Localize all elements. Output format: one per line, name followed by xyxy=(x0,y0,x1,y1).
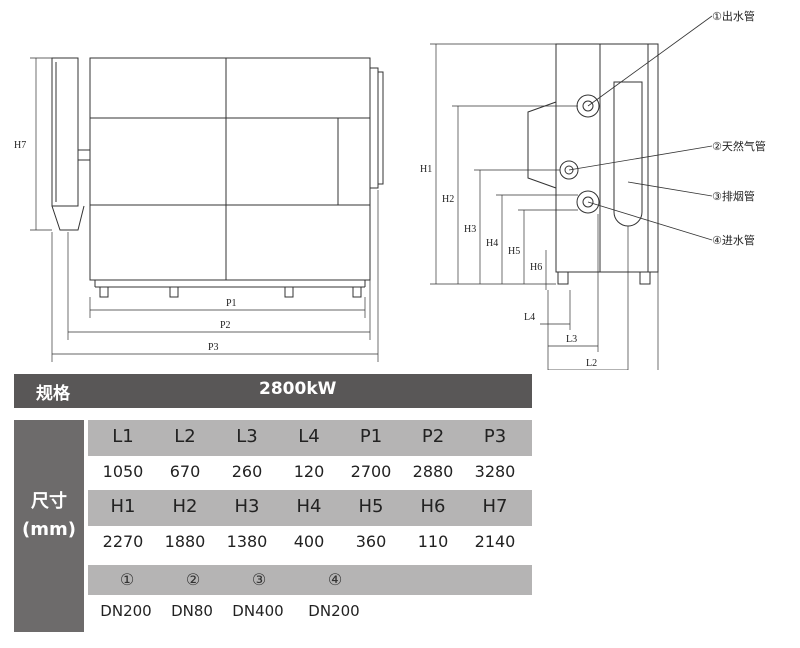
callout-3-label: 排烟管 xyxy=(722,189,755,203)
svg-text:①出水管: ①出水管 xyxy=(712,9,755,23)
row1-value: 2880 xyxy=(412,462,454,481)
row3-header: ② xyxy=(185,570,201,589)
row1-value: 670 xyxy=(169,462,201,481)
row1-value: 3280 xyxy=(474,462,516,481)
size-side-panel xyxy=(14,420,84,632)
row2-value: 1880 xyxy=(164,532,206,551)
row3-header: ④ xyxy=(327,570,343,589)
dim-l2-label: L2 xyxy=(586,358,597,369)
row3-header-band xyxy=(88,565,532,595)
dim-h3-label: H3 xyxy=(464,224,476,235)
callout-4-label: 进水管 xyxy=(722,233,755,247)
row2-value: 360 xyxy=(355,532,387,551)
front-view-boiler xyxy=(51,57,384,298)
row1-header: P2 xyxy=(421,426,445,447)
dim-l4-label: L4 xyxy=(524,312,535,323)
row1-header: P3 xyxy=(483,426,507,447)
dim-h4-label: H4 xyxy=(486,238,498,249)
callout-1-label: 出水管 xyxy=(722,9,755,23)
dim-h2-label: H2 xyxy=(442,194,454,205)
dim-l3-label: L3 xyxy=(566,334,577,345)
row1-header: L1 xyxy=(112,426,134,447)
row2-value: 110 xyxy=(417,532,449,551)
dim-p3-label: P3 xyxy=(208,342,219,353)
row1-value: 1050 xyxy=(102,462,144,481)
dim-p2-label: P2 xyxy=(220,320,231,331)
row2-value: 1380 xyxy=(226,532,268,551)
svg-text:④进水管: ④进水管 xyxy=(712,233,755,247)
row2-value: 2140 xyxy=(474,532,516,551)
row3-value: DN200 xyxy=(100,602,152,620)
model-value: 2800kW xyxy=(259,379,337,399)
row2-header: H6 xyxy=(420,496,446,517)
row2-value: 2270 xyxy=(102,532,144,551)
row2-header: H5 xyxy=(358,496,384,517)
dim-h1-label: H1 xyxy=(420,164,432,175)
row1-value: 260 xyxy=(231,462,263,481)
callout-4-num: ④ xyxy=(712,234,722,247)
svg-text:②天然气管: ②天然气管 xyxy=(712,139,766,153)
row1-value: 2700 xyxy=(350,462,392,481)
row3-value: DN200 xyxy=(308,602,360,620)
row3-header: ① xyxy=(119,570,135,589)
technical-drawing: H7 P1 P2 P3 H1 H2 H3 H4 H5 H6 L4 L3 L2 L… xyxy=(14,9,766,370)
dim-h5-label: H5 xyxy=(508,246,520,257)
row3-header: ③ xyxy=(251,570,267,589)
row2-header-band xyxy=(88,490,532,526)
row1-value: 120 xyxy=(293,462,325,481)
row3-value: DN80 xyxy=(171,602,213,620)
size-unit-text: (mm) xyxy=(22,519,76,540)
row1-header: L4 xyxy=(298,426,320,447)
dim-h7-label: H7 xyxy=(14,140,26,151)
row2-header: H3 xyxy=(234,496,260,517)
callout-2-label: 天然气管 xyxy=(722,139,766,153)
row2-value: 400 xyxy=(293,532,325,551)
row2-header: H1 xyxy=(110,496,136,517)
row2-header: H4 xyxy=(296,496,322,517)
spec-header: 规格 2800kW xyxy=(14,374,532,408)
row3-value: DN400 xyxy=(232,602,284,620)
row1-header: L3 xyxy=(236,426,258,447)
spec-label: 规格 xyxy=(36,384,70,404)
row1-header-band xyxy=(88,420,532,456)
dim-h6-label: H6 xyxy=(530,262,542,273)
row2-header: H2 xyxy=(172,496,198,517)
row1-header: P1 xyxy=(359,426,383,447)
callout-3-num: ③ xyxy=(712,190,722,203)
callout-1-num: ① xyxy=(712,10,722,23)
side-view-boiler xyxy=(527,43,659,285)
callout-leaders xyxy=(568,15,713,241)
dim-p1-label: P1 xyxy=(226,298,237,309)
size-label-text: 尺寸 xyxy=(31,491,67,512)
callout-2-num: ② xyxy=(712,140,722,153)
svg-text:③排烟管: ③排烟管 xyxy=(712,189,755,203)
size-label: 尺寸 (mm) xyxy=(14,488,84,544)
row1-header: L2 xyxy=(174,426,196,447)
row2-header: H7 xyxy=(482,496,508,517)
